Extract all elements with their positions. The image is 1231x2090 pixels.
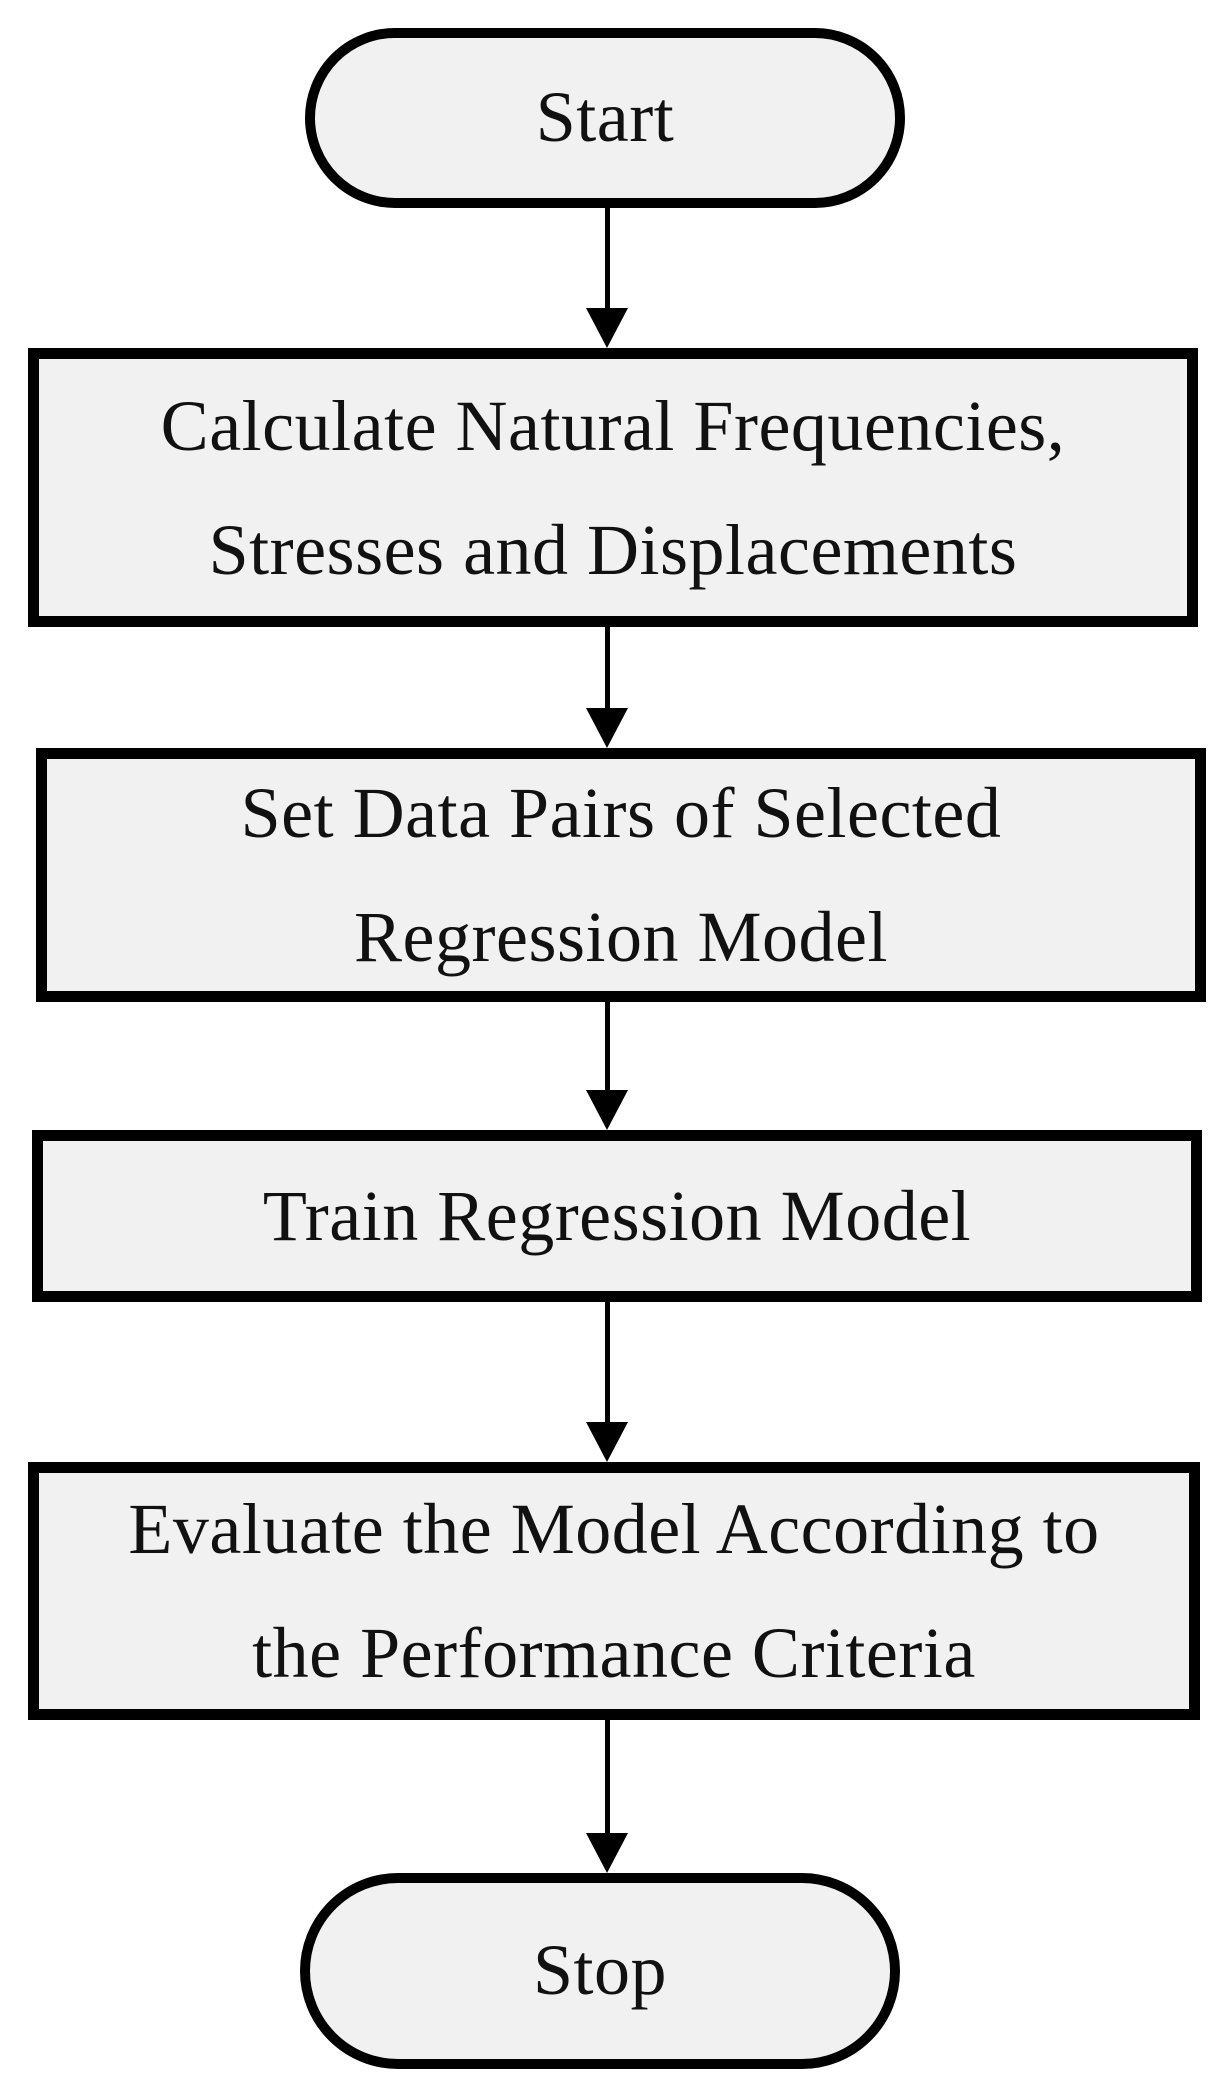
node-text-line: Regression Model (354, 897, 888, 977)
node-text-line: Stop (532, 1930, 668, 2011)
arrow-shaft (605, 207, 610, 313)
flowchart-node-calculate: Calculate Natural Frequencies, Stresses … (28, 348, 1198, 627)
arrow-shaft (605, 1002, 610, 1095)
flowchart-node-train: Train Regression Model (32, 1130, 1202, 1302)
flowchart-node-set-data-pairs: Set Data Pairs of Selected Regression Mo… (36, 748, 1206, 1002)
node-text-line: Set Data Pairs of Selected (240, 773, 1002, 853)
node-text-line: Start (535, 77, 675, 158)
arrow-shaft (605, 1302, 610, 1427)
arrow-head-icon (586, 1422, 628, 1462)
arrow-head-icon (586, 708, 628, 748)
arrow-head-icon (586, 1833, 628, 1873)
node-text-line: Calculate Natural Frequencies, (160, 385, 1066, 466)
arrow-shaft (605, 1720, 610, 1838)
node-text-line: Evaluate the Model According to (128, 1489, 1100, 1569)
node-text-line: Train Regression Model (262, 1176, 972, 1256)
arrow-shaft (605, 627, 610, 713)
flowchart-node-stop: Stop (300, 1873, 900, 2069)
flowchart-node-start: Start (305, 28, 905, 208)
node-text-line: Stresses and Displacements (208, 509, 1018, 590)
arrow-head-icon (586, 308, 628, 348)
arrow-head-icon (586, 1090, 628, 1130)
flowchart-node-evaluate: Evaluate the Model According to the Perf… (28, 1462, 1200, 1720)
node-text-line: the Performance Criteria (252, 1613, 976, 1693)
